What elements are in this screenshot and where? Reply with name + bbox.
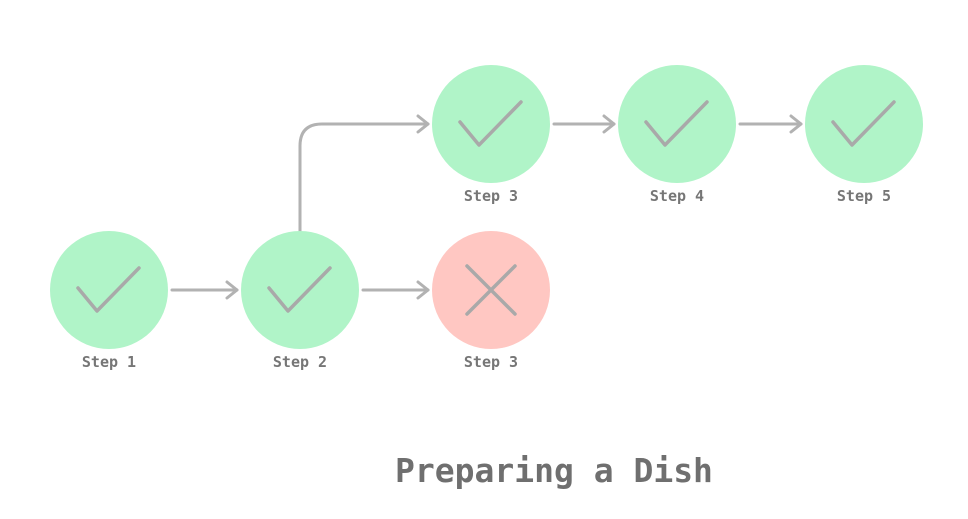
node-label: Step 1 (82, 353, 136, 371)
node-step4: Step 4 (618, 65, 736, 205)
node-step3_fail: Step 3 (432, 231, 550, 371)
node-step2: Step 2 (241, 231, 359, 371)
node-step3: Step 3 (432, 65, 550, 205)
check-icon (831, 100, 896, 147)
x-icon (465, 264, 517, 316)
arrow-step2-to-step3 (298, 114, 430, 233)
check-icon (458, 100, 523, 147)
node-step1: Step 1 (50, 231, 168, 371)
diagram-title: Preparing a Dish (395, 451, 713, 490)
nodes-layer: Step 1 Step 2 Step 3 Step 3 Step 4 Step 5 (50, 65, 923, 371)
node-label: Step 5 (837, 187, 891, 205)
check-icon (76, 266, 141, 313)
check-icon (267, 266, 332, 313)
node-label: Step 3 (464, 353, 518, 371)
success-circle (432, 65, 550, 183)
node-label: Step 3 (464, 187, 518, 205)
success-circle (241, 231, 359, 349)
success-circle (805, 65, 923, 183)
node-label: Step 4 (650, 187, 704, 205)
edges-layer (170, 114, 803, 300)
check-icon (644, 100, 709, 147)
node-label: Step 2 (273, 353, 327, 371)
success-circle (618, 65, 736, 183)
node-step5: Step 5 (805, 65, 923, 205)
success-circle (50, 231, 168, 349)
